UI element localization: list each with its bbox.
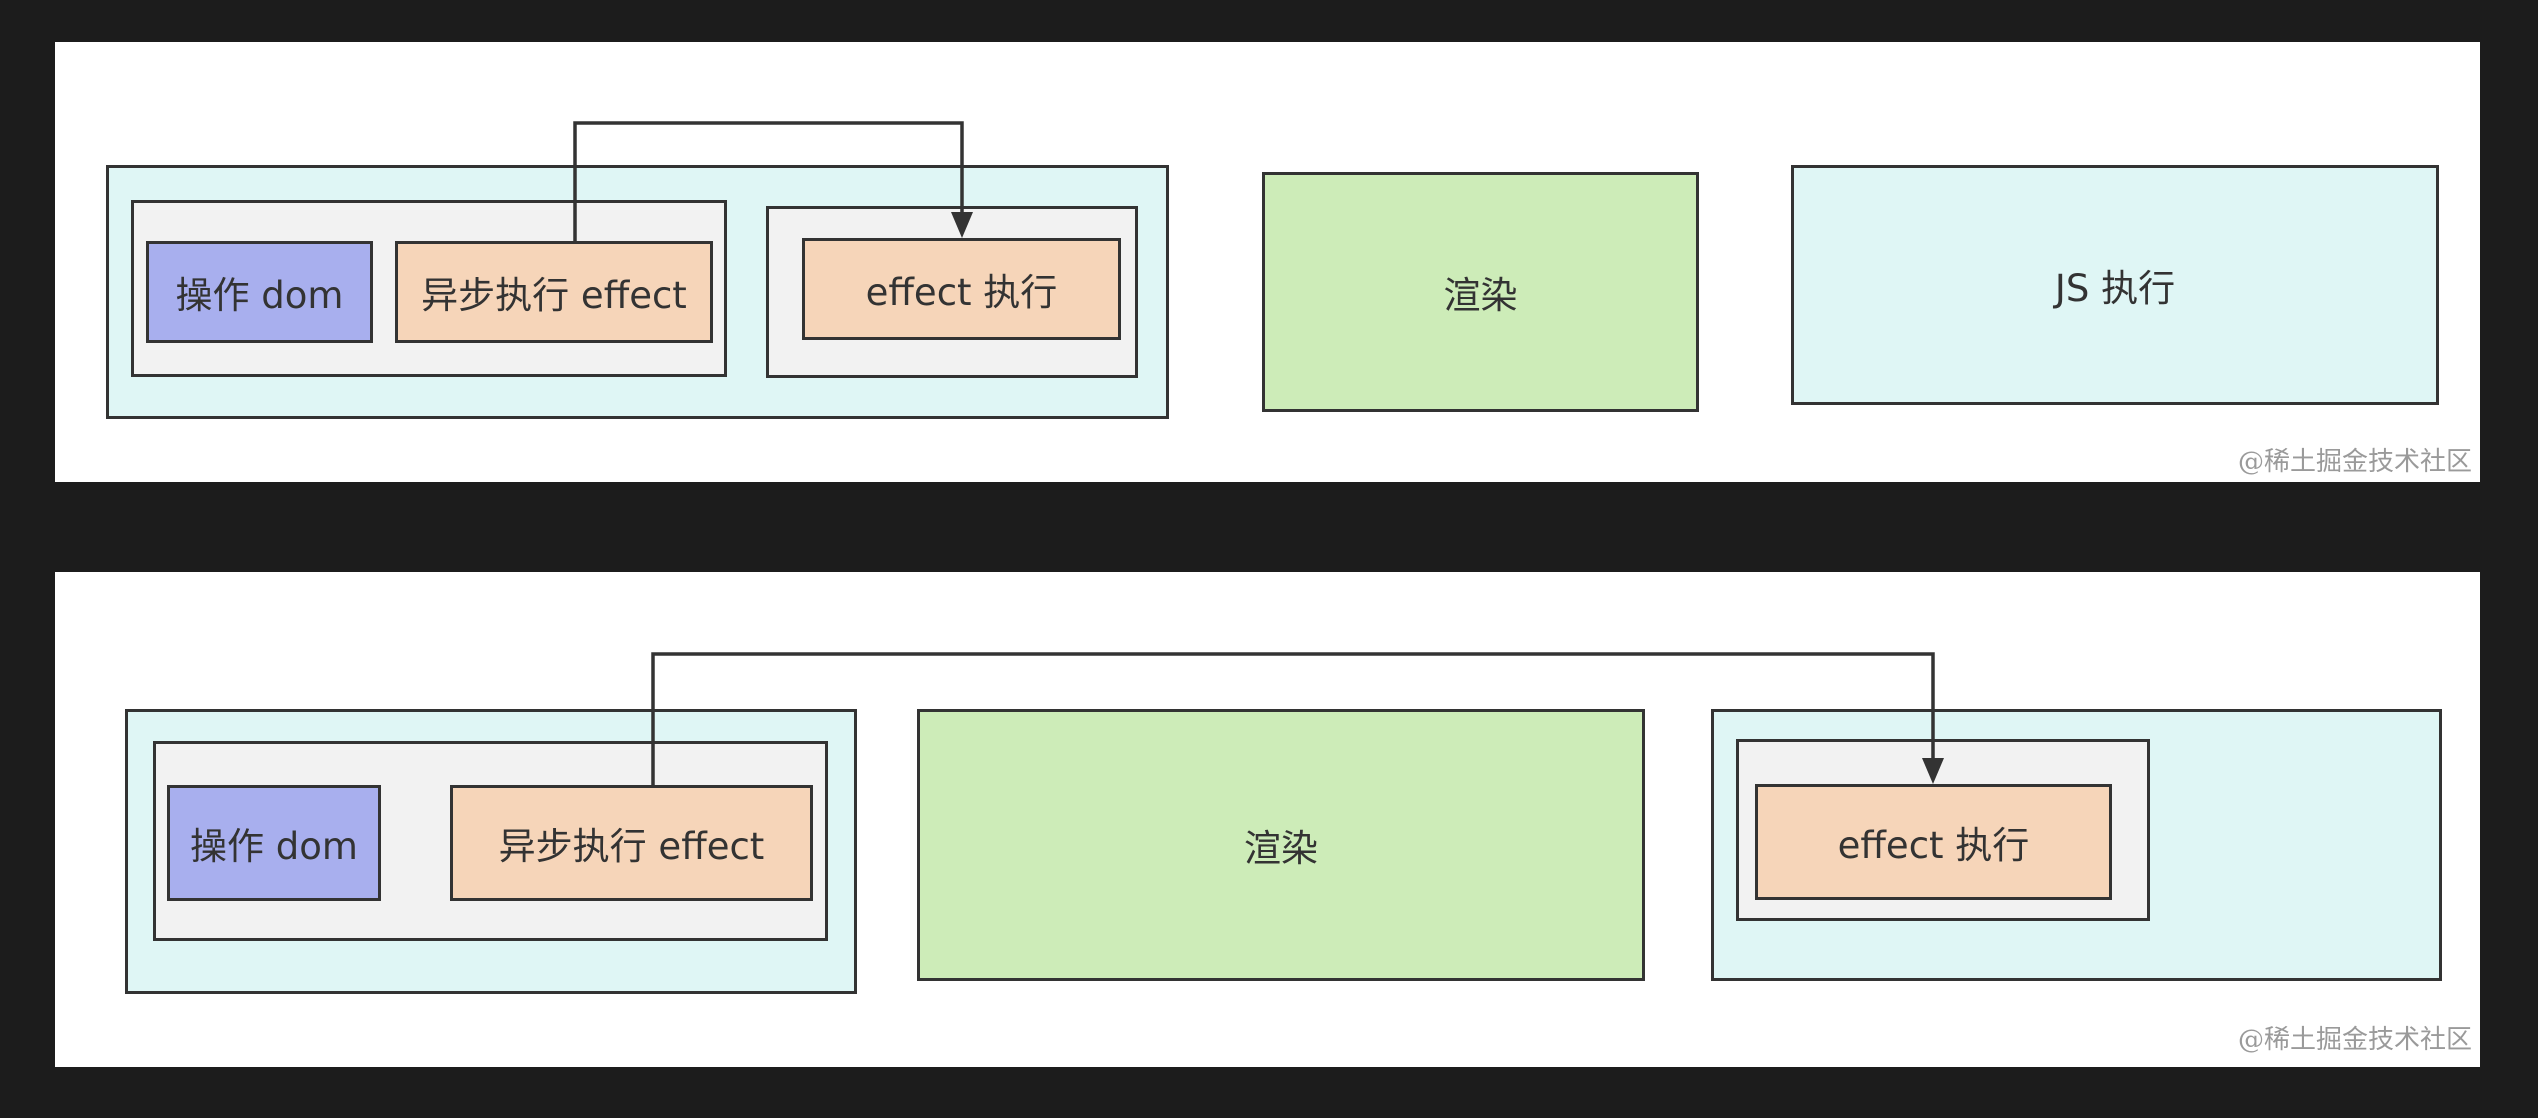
async-effect-block: 异步执行 effect bbox=[395, 241, 713, 343]
op-dom-label: 操作 dom bbox=[190, 825, 358, 868]
js-exec-block: JS 执行 bbox=[1791, 165, 2439, 405]
async-effect-label: 异步执行 effect bbox=[421, 274, 687, 317]
diagram-panel-2: 操作 dom 异步执行 effect 渲染 effect 执行 @稀土掘金技术社… bbox=[55, 572, 2480, 1067]
watermark: @稀土掘金技术社区 bbox=[2237, 447, 2472, 477]
effect-exec-label: effect 执行 bbox=[1837, 824, 2030, 867]
op-dom-label: 操作 dom bbox=[175, 274, 344, 317]
async-effect-label: 异步执行 effect bbox=[498, 825, 765, 868]
render-block: 渲染 bbox=[1262, 172, 1699, 412]
effect-exec-block: effect 执行 bbox=[802, 238, 1121, 340]
op-dom-block: 操作 dom bbox=[146, 241, 373, 343]
render-label: 渲染 bbox=[1244, 827, 1318, 870]
render-block: 渲染 bbox=[917, 709, 1645, 981]
diagram-panel-1: 操作 dom 异步执行 effect effect 执行 渲染 JS 执行 @稀… bbox=[55, 42, 2480, 482]
op-dom-block: 操作 dom bbox=[167, 785, 381, 901]
effect-exec-block: effect 执行 bbox=[1755, 784, 2112, 900]
watermark: @稀土掘金技术社区 bbox=[2237, 1025, 2472, 1055]
js-exec-label: JS 执行 bbox=[2054, 267, 2176, 310]
effect-exec-label: effect 执行 bbox=[865, 271, 1058, 314]
async-effect-block: 异步执行 effect bbox=[450, 785, 813, 901]
schedule-arrow bbox=[573, 121, 973, 241]
schedule-arrow bbox=[651, 652, 1944, 785]
render-label: 渲染 bbox=[1443, 274, 1518, 317]
